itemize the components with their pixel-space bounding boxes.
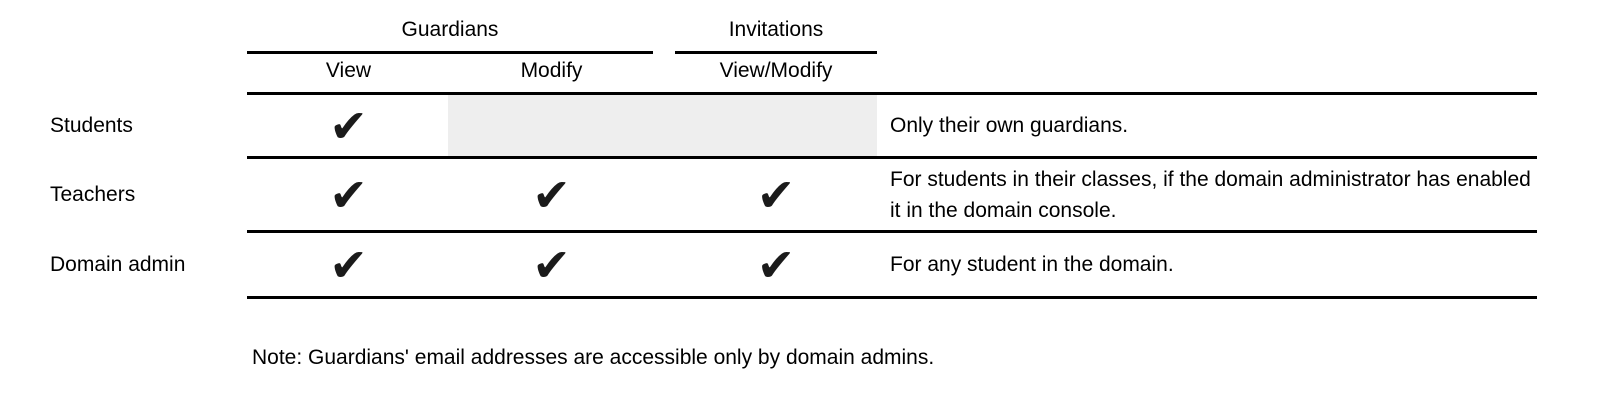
footnote: Note: Guardians' email addresses are acc… xyxy=(252,346,935,369)
row-label-teachers: Teachers xyxy=(50,182,136,206)
row-label-students: Students xyxy=(50,113,133,137)
check-icon: ✔ xyxy=(329,167,368,222)
row-note-teachers: For students in their classes, if the do… xyxy=(890,167,1531,222)
row-label-domain-admin: Domain admin xyxy=(50,252,186,276)
check-icon: ✔ xyxy=(532,167,571,222)
cell-students-view: ✔ xyxy=(247,95,450,156)
column-header-view: View xyxy=(325,59,372,82)
cell-students-view-modify xyxy=(675,95,877,156)
check-icon: ✔ xyxy=(329,98,368,153)
cell-domain-admin-view: ✔ xyxy=(247,233,450,296)
check-icon: ✔ xyxy=(756,237,796,292)
check-icon: ✔ xyxy=(329,237,368,292)
row-divider xyxy=(247,230,1537,233)
column-group-invitations: Invitations xyxy=(728,18,824,41)
table-row-students: Students ✔ Only their own guardians. xyxy=(0,95,1600,156)
students-disabled-cells xyxy=(448,95,877,156)
invitations-group-underline xyxy=(675,51,877,54)
row-divider xyxy=(247,156,1537,159)
cell-domain-admin-view-modify: ✔ xyxy=(675,233,877,296)
header-divider xyxy=(247,92,1537,95)
cell-students-modify xyxy=(450,95,653,156)
guardians-group-underline xyxy=(247,51,653,54)
row-note-domain-admin: For any student in the domain. xyxy=(890,253,1174,276)
column-header-view-modify: View/Modify xyxy=(719,59,833,82)
column-group-guardians: Guardians xyxy=(401,18,499,41)
row-divider xyxy=(247,296,1537,299)
table-row-teachers: Teachers ✔ ✔ ✔ For students in their cla… xyxy=(0,159,1600,230)
column-header-modify: Modify xyxy=(520,59,583,82)
cell-teachers-view: ✔ xyxy=(247,159,450,230)
cell-domain-admin-modify: ✔ xyxy=(450,233,653,296)
table-row-domain-admin: Domain admin ✔ ✔ ✔ For any student in th… xyxy=(0,233,1600,296)
check-icon: ✔ xyxy=(756,167,796,222)
check-icon: ✔ xyxy=(532,237,571,292)
cell-teachers-modify: ✔ xyxy=(450,159,653,230)
cell-teachers-view-modify: ✔ xyxy=(675,159,877,230)
row-note-students: Only their own guardians. xyxy=(890,114,1129,137)
